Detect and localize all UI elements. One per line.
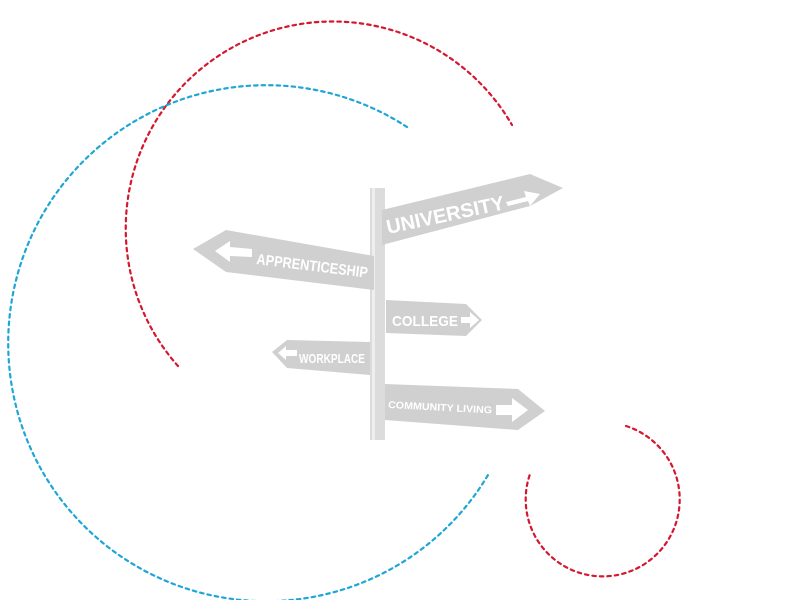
left-arrow-icon [215,241,252,262]
right-arrow-icon [461,312,479,328]
right-arrow-icon [506,191,540,206]
university-sign: UNIVERSITY [382,174,563,245]
blue-dotted-arc-large [7,84,490,600]
apprenticeship-sign: APPRENTICESHIP [193,230,374,290]
workplace-sign: WORKPLACE [272,340,370,375]
college-sign: COLLEGE [386,300,482,336]
red-dotted-arc-large [124,20,514,368]
red-dotted-arc-small [524,424,681,578]
sign-workplace-label: WORKPLACE [299,351,365,366]
sign-community-living-label: COMMUNITY LIVING [388,400,493,416]
community-living-sign: COMMUNITY LIVING [385,384,545,430]
sign-college-label: COLLEGE [392,313,458,330]
left-arrow-icon [278,346,297,360]
right-arrow-icon [496,398,528,422]
